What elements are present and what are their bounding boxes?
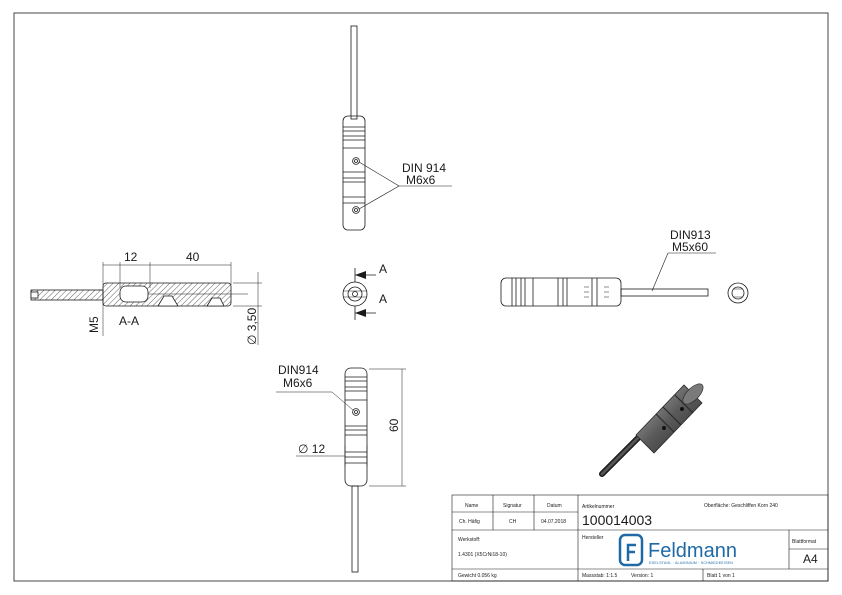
section-view [30,282,248,307]
brand-tagline: EDELSTAHL · ALUMINIUM · SCHMIEDEEISEN [649,561,733,565]
tb-scale: Massstab: 1:1.5 [582,573,618,579]
dim-40: 40 [186,250,200,264]
tb-date: 04.07.2018 [541,519,566,525]
tb-material: 1.4301 (X5CrNi18-10) [458,552,507,558]
feldmann-logo: Feldmann EDELSTAHL · ALUMINIUM · SCHMIED… [618,533,737,567]
tb-article-label: Artikelnummer [582,504,615,510]
dim-m5: M5 [87,316,101,333]
tb-manufacturer-label: Hersteller [582,535,604,541]
section-marker-bottom: A [379,292,387,306]
bottom-callout-line2: M6x6 [283,376,313,390]
section-arrow-bottom [355,309,366,317]
dim-diameter-3-50: ∅ 3,50 [245,308,259,345]
section-label: A-A [119,314,139,328]
tb-surface: Oberfläche: Geschliffen Korn 240 [704,503,778,509]
dim-60: 60 [387,418,401,432]
right-callout-line2: M5x60 [672,240,708,254]
tb-name: Ch. Häfig [459,519,480,525]
side-view [500,277,749,307]
tb-header-name: Name [465,503,479,509]
tb-signature: CH [509,519,517,525]
drawing-frame [13,12,829,582]
bottom-view [344,367,368,573]
tb-weight: Gewicht 0.056 kg [458,573,497,579]
right-callout-leader [651,252,716,292]
tb-material-label: Werkstoff: [458,537,480,543]
section-arrow-top [355,271,366,279]
top-callout-line2: M6x6 [406,173,436,187]
tb-header-date: Datum [547,503,562,509]
bottom-dimension-lines [276,368,406,487]
section-marker-top: A [379,262,387,276]
tb-header-signature: Signatur [503,503,522,509]
right-callout-line1: DIN913 [670,228,711,242]
tb-sheet-format-label: Blattformat [792,539,817,545]
section-dimension-lines [99,262,262,345]
dim-12: 12 [124,250,138,264]
bottom-callout-line1: DIN914 [278,363,319,377]
isometric-part-render [599,383,704,477]
brand-name: Feldmann [648,540,737,562]
top-callout-leaders [358,161,452,210]
title-block-grid [451,494,829,582]
top-callout-line1: DIN 914 [402,161,446,175]
top-view [342,25,366,231]
tb-version: Version: 1 [631,573,653,579]
tb-article-number: 100014003 [582,512,652,528]
tb-sheet-format: A4 [803,552,818,566]
dim-diameter-12: ∅ 12 [298,442,325,456]
tb-sheet-of: Blatt 1 von 1 [707,573,735,579]
